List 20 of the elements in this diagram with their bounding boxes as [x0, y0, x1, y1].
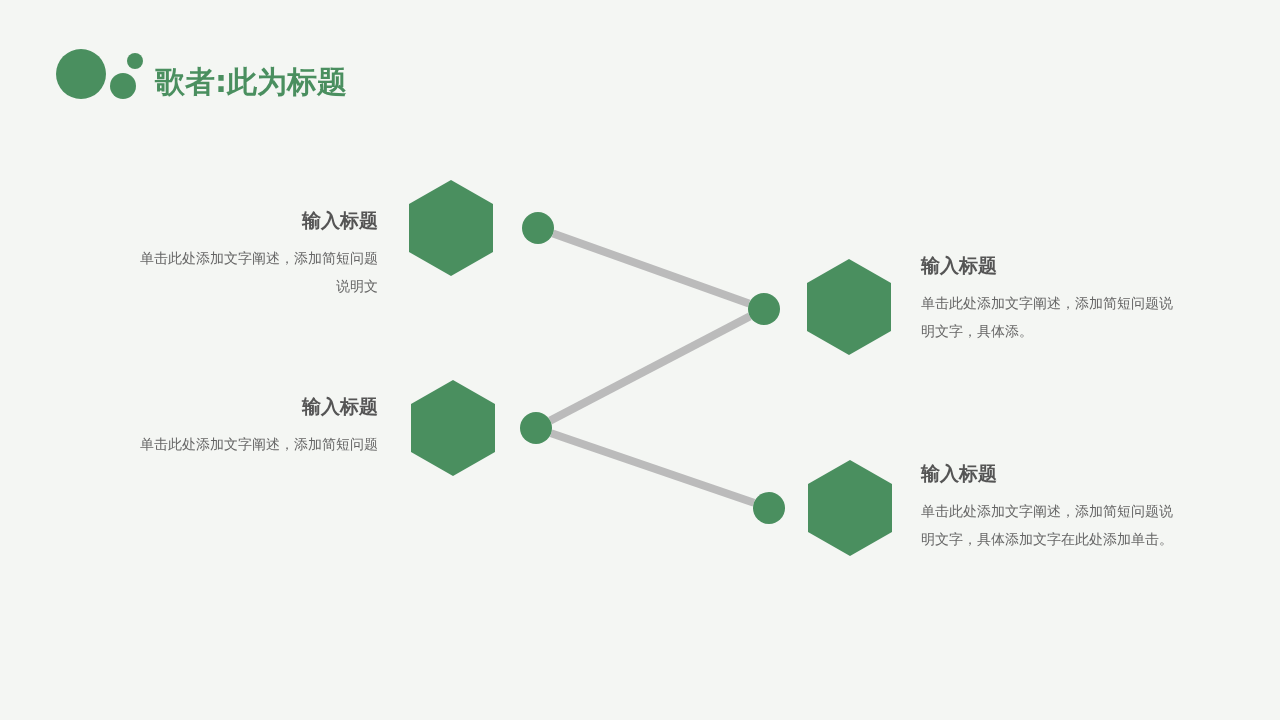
item-heading: 输入标题 [921, 461, 998, 486]
circle-node [748, 293, 780, 325]
hexagon [409, 180, 493, 276]
circle-node [522, 212, 554, 244]
connector-line [549, 429, 756, 507]
hexagon [808, 460, 892, 556]
circle-node [753, 492, 785, 524]
item-description: 单击此处添加文字阐述，添加简短问题 [139, 435, 378, 454]
item-description: 单击此处添加文字阐述，添加简短问题说明文字，具体添。 [921, 294, 1174, 341]
item-description: 单击此处添加文字阐述，添加简短问题说明文 [139, 249, 378, 296]
connector-line [551, 229, 751, 308]
slide-title: 歌者:此为标题 [155, 63, 347, 101]
hexagon [807, 259, 891, 355]
item-heading: 输入标题 [921, 253, 998, 278]
hexagon [411, 380, 495, 476]
item-description: 单击此处添加文字阐述，添加简短问题说明文字，具体添加文字在此处添加单击。 [921, 502, 1174, 549]
connector-line [548, 312, 752, 425]
item-heading: 输入标题 [300, 394, 378, 419]
circle-node [520, 412, 552, 444]
item-heading: 输入标题 [300, 208, 378, 233]
